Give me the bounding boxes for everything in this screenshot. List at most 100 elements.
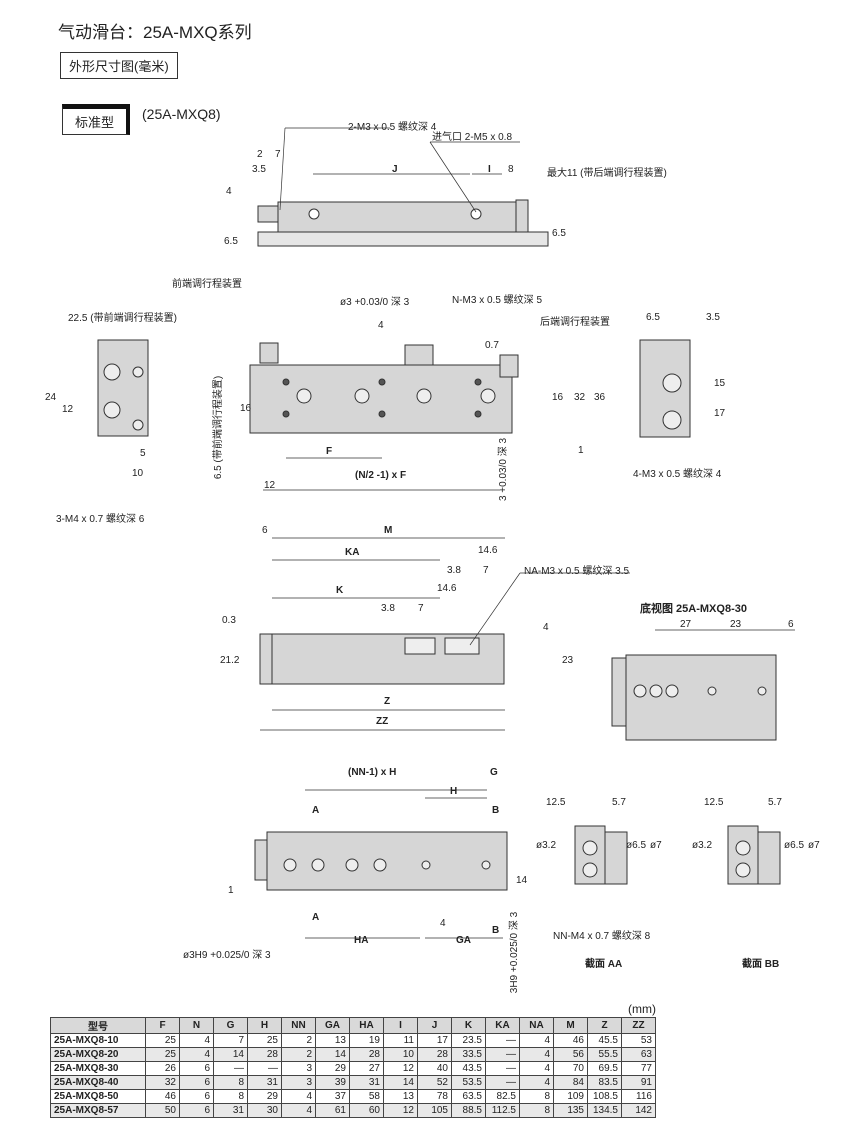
value-cell: — xyxy=(485,1075,520,1090)
dim-label: 3.5 xyxy=(252,164,266,175)
column-header: M xyxy=(553,1017,588,1034)
value-cell: 135 xyxy=(553,1103,588,1118)
value-cell: 2 xyxy=(281,1033,316,1048)
callout-hole: ø3H9 +0.025/0 深 3 xyxy=(183,950,271,961)
value-cell: 3 xyxy=(281,1061,316,1076)
value-cell: 8 xyxy=(213,1075,248,1090)
value-cell: 30 xyxy=(247,1103,282,1118)
value-cell: 8 xyxy=(519,1089,554,1104)
callout-thread: 4-M3 x 0.5 螺纹深 4 xyxy=(633,469,722,480)
value-cell: 29 xyxy=(247,1089,282,1104)
value-cell: 3 xyxy=(281,1075,316,1090)
value-cell: 7 xyxy=(213,1033,248,1048)
dim-label: 17 xyxy=(714,408,726,419)
value-cell: 50 xyxy=(145,1103,180,1118)
value-cell: 4 xyxy=(281,1089,316,1104)
value-cell: 109 xyxy=(553,1089,588,1104)
end-plate xyxy=(515,199,529,233)
dim-label: ø6.5 xyxy=(626,840,647,851)
value-cell: 37 xyxy=(315,1089,350,1104)
column-header: G xyxy=(213,1017,248,1034)
dim-label: 36 xyxy=(594,392,606,403)
end-block xyxy=(257,205,279,223)
section-heading: 外形尺寸图(毫米) xyxy=(60,52,178,79)
type-tab: 标准型 xyxy=(62,104,131,135)
value-cell: 63 xyxy=(621,1047,656,1062)
value-cell: 27 xyxy=(349,1061,384,1076)
value-cell: 78 xyxy=(417,1089,452,1104)
dim-label: 12.5 xyxy=(704,797,724,808)
section-bb-title: 截面 BB xyxy=(742,959,780,970)
value-cell: 25 xyxy=(247,1033,282,1048)
value-cell: 40 xyxy=(417,1061,452,1076)
value-cell: 58 xyxy=(349,1089,384,1104)
dim-label: 7 xyxy=(275,149,281,160)
value-cell: — xyxy=(485,1033,520,1048)
dim-label: 6.5 xyxy=(224,236,238,247)
value-cell: 28 xyxy=(247,1047,282,1062)
value-cell: 33.5 xyxy=(451,1047,486,1062)
column-header: KA xyxy=(485,1017,520,1034)
value-cell: 108.5 xyxy=(587,1089,622,1104)
model-cell: 25A-MXQ8-50 xyxy=(50,1089,146,1104)
dim-label: 3.5 xyxy=(706,312,720,323)
dim-label: 14.6 xyxy=(478,545,498,556)
dim-label: 16 xyxy=(552,392,564,403)
dim-label: ZZ xyxy=(376,716,389,727)
callout-thread: 2-M3 x 0.5 螺纹深 4 xyxy=(348,122,437,133)
value-cell: 70 xyxy=(553,1061,588,1076)
value-cell: 4 xyxy=(519,1061,554,1076)
value-cell: 63.5 xyxy=(451,1089,486,1104)
dim-label: 3.8 xyxy=(447,565,461,576)
dim-label: 5 xyxy=(140,448,146,459)
dim-label: F xyxy=(326,446,333,457)
dim-label: 5.7 xyxy=(612,797,626,808)
dim-label: 最大11 (带后端调行程装置) xyxy=(547,168,667,179)
value-cell: 60 xyxy=(349,1103,384,1118)
dim-label: 1 xyxy=(578,445,584,456)
value-cell: 13 xyxy=(315,1033,350,1048)
callout-front-adjuster: 前端调行程装置 xyxy=(172,279,242,290)
value-cell: 4 xyxy=(519,1075,554,1090)
value-cell: — xyxy=(485,1047,520,1062)
dim-label: ø7 xyxy=(808,840,820,851)
technical-drawings xyxy=(97,127,795,939)
value-cell: — xyxy=(485,1061,520,1076)
dim-label: G xyxy=(490,767,498,778)
dim-label: 7 xyxy=(418,603,424,614)
value-cell: 14 xyxy=(315,1047,350,1062)
dim-label: 27 xyxy=(680,619,692,630)
value-cell: 52 xyxy=(417,1075,452,1090)
value-cell: 43.5 xyxy=(451,1061,486,1076)
value-cell: 6 xyxy=(179,1061,214,1076)
dim-label: HA xyxy=(354,935,369,946)
value-cell: 4 xyxy=(179,1033,214,1048)
column-header: NA xyxy=(519,1017,554,1034)
callout-thread: NA-M3 x 0.5 螺纹深 3.5 xyxy=(524,566,630,577)
dim-label: 23 xyxy=(730,619,742,630)
dim-label: 15 xyxy=(714,378,726,389)
dim-label: GA xyxy=(456,935,471,946)
column-header: H xyxy=(247,1017,282,1034)
dim-label: 21.2 xyxy=(220,655,240,666)
value-cell: 14 xyxy=(213,1047,248,1062)
dim-label: 4 xyxy=(440,918,446,929)
value-cell: 56 xyxy=(553,1047,588,1062)
dim-label: 10 xyxy=(132,468,144,479)
value-cell: 61 xyxy=(315,1103,350,1118)
dim-label: 14.6 xyxy=(437,583,457,594)
column-header: I xyxy=(383,1017,418,1034)
column-header: NN xyxy=(281,1017,316,1034)
callout-hole: ø3 +0.03/0 深 3 xyxy=(340,297,410,308)
value-cell: 31 xyxy=(247,1075,282,1090)
value-cell: 6 xyxy=(179,1075,214,1090)
dim-label: ø3.2 xyxy=(692,840,713,851)
model-cell: 25A-MXQ8-30 xyxy=(50,1061,146,1076)
column-header: Z xyxy=(587,1017,622,1034)
